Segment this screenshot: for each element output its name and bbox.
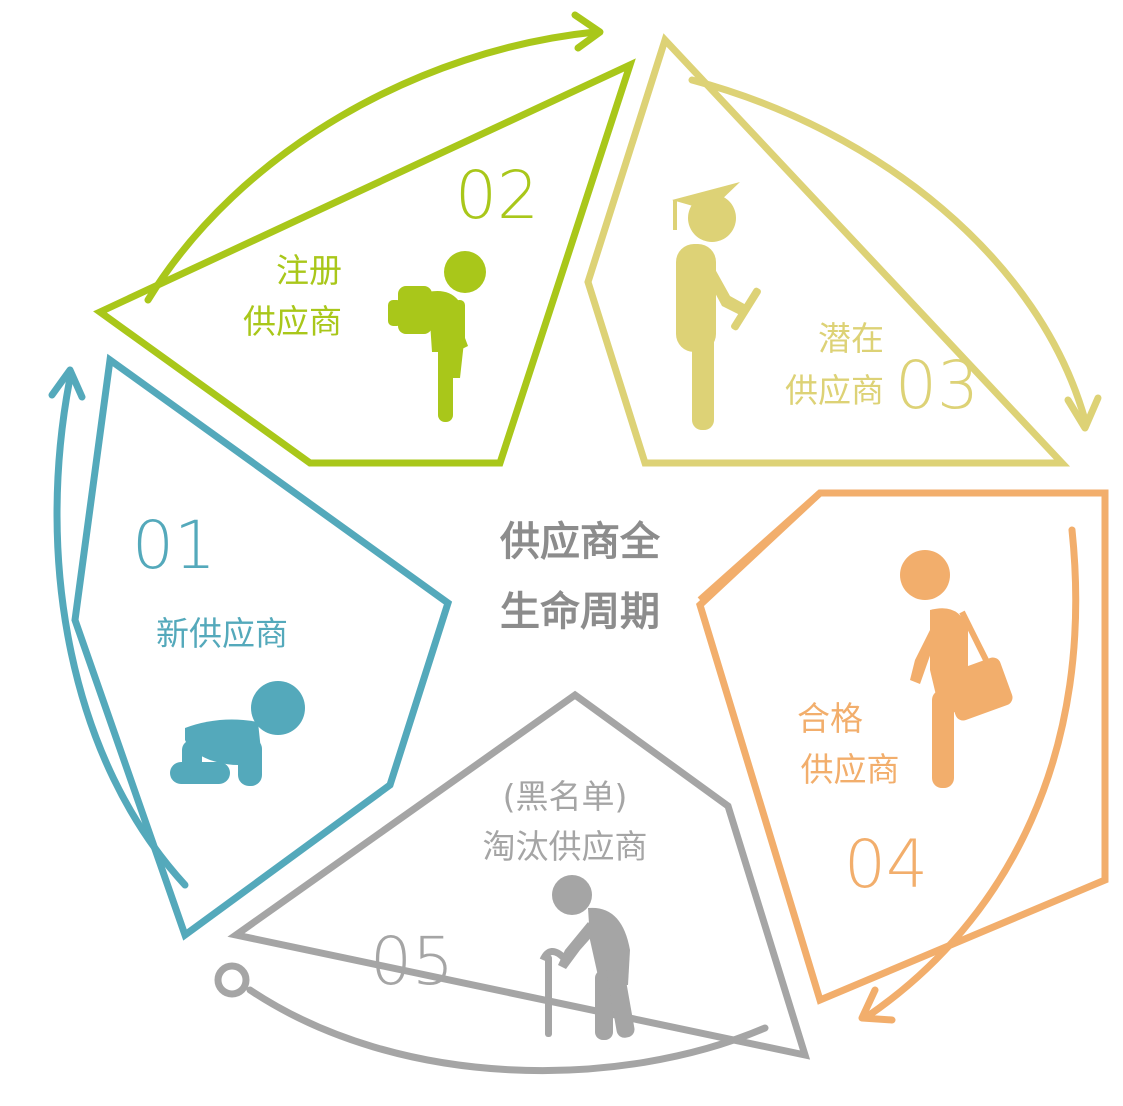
stage-03-number: 03 [895, 347, 979, 424]
stage-02-label-line1: 注册 [276, 251, 342, 290]
stage-05-segment: 05 (黑名单) 淘汰供应商 [214, 690, 811, 1075]
stage-01-label-line1: 新供应商 [156, 614, 288, 653]
stage-04-pentagon-left-edge [697, 490, 823, 603]
stage-01-number: 01 [132, 507, 216, 584]
stage-03-segment: 03 潜在 供应商 [584, 33, 1102, 467]
center-title: 供应商全 生命周期 [500, 519, 661, 635]
stage-05-label-line2: 淘汰供应商 [483, 827, 648, 866]
stage-05-number: 05 [370, 923, 454, 1000]
center-title-line1: 供应商全 [500, 519, 661, 565]
stage-02-arc-arrow [144, 28, 599, 304]
center-title-line2: 生命周期 [500, 589, 660, 635]
stage-04-segment: 04 合格 供应商 [696, 489, 1109, 1024]
stage-01-segment: 01 新供应商 [48, 353, 453, 941]
stage-05-arc-start-dot [214, 962, 250, 998]
stage-03-arrowhead [1064, 394, 1102, 432]
adult-with-briefcase-icon [900, 550, 1013, 788]
stage-04-label-line1: 合格 [797, 699, 863, 738]
graduate-with-diploma-icon [672, 182, 761, 430]
stage-05-pentagon-outline [227, 690, 811, 1060]
stage-04-label-line2: 供应商 [801, 750, 900, 789]
stage-01-arc-arrow [53, 374, 189, 889]
stage-05-arc-line [246, 986, 769, 1075]
stage-03-label-line2: 供应商 [785, 371, 884, 410]
stage-05-label-line1: (黑名单) [503, 777, 628, 816]
stage-02-number: 02 [455, 157, 539, 234]
stage-04-arrowhead [858, 986, 896, 1024]
stage-02-label-line2: 供应商 [243, 302, 342, 341]
stage-02-segment: 02 注册 供应商 [93, 11, 636, 467]
stage-03-pentagon-outline [584, 33, 1071, 467]
stage-01-arrowhead [48, 366, 86, 401]
stage-04-number: 04 [844, 826, 928, 903]
elderly-with-cane-icon [539, 875, 635, 1040]
stage-04-arc-arrow [861, 526, 1080, 1022]
stage-03-arc-arrow [688, 76, 1089, 424]
stage-02-arrowhead [571, 11, 604, 52]
stage-02-pentagon-outline [93, 58, 636, 467]
stage-01-pentagon-outline [71, 353, 453, 941]
crawling-baby-icon [170, 681, 305, 786]
stage-03-label-line1: 潜在 [818, 319, 884, 358]
child-with-backpack-icon [388, 251, 486, 422]
